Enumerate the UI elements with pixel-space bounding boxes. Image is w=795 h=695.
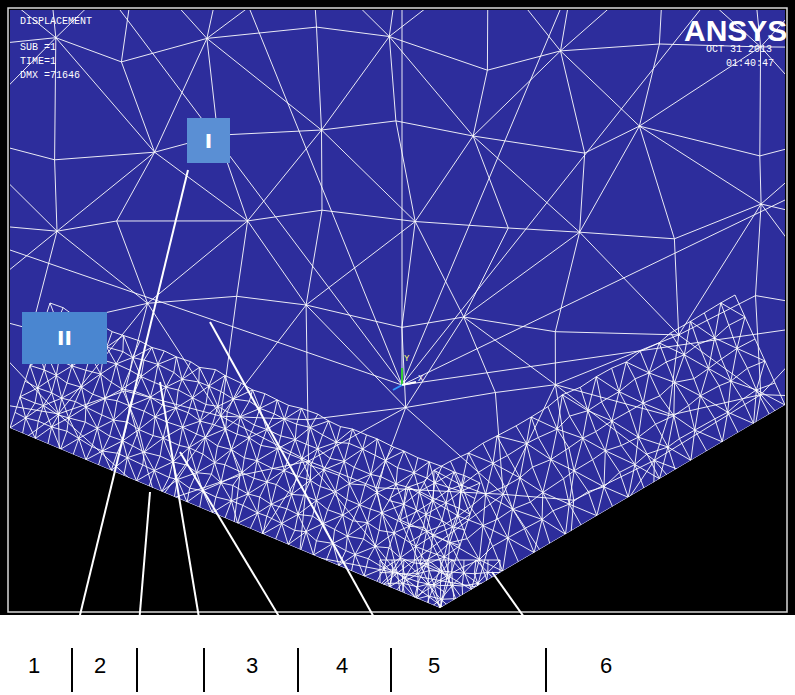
substep-info: SUB =1	[20, 42, 56, 53]
callout-number: 5	[428, 654, 440, 678]
region-marker-box: I	[187, 118, 230, 163]
axis-label: Y	[404, 355, 409, 365]
screen-background	[0, 0, 795, 615]
callout-ticks	[72, 648, 546, 692]
callout-number: 3	[246, 654, 258, 678]
callout-number: 1	[28, 654, 40, 678]
region-numeral: I	[205, 129, 212, 153]
element-mesh	[0, 0, 795, 675]
callout-number: 6	[600, 654, 612, 678]
time-info: TIME=1	[20, 56, 56, 67]
result-title: DISPLACEMENT	[20, 16, 92, 27]
region-numeral: II	[57, 326, 72, 350]
axis-triad	[393, 368, 416, 390]
axis-label: X	[418, 375, 423, 385]
software-logo: ANSYS	[684, 14, 787, 47]
callout-number: 2	[94, 654, 106, 678]
callout-number: 4	[336, 654, 348, 678]
date-stamp: OCT 31 2013	[706, 44, 772, 55]
model-body	[10, 10, 785, 608]
region-marker-box: II	[22, 312, 107, 364]
max-displacement: DMX =71646	[20, 70, 80, 81]
time-stamp: 01:40:47	[726, 58, 774, 69]
screen-frame	[8, 8, 787, 612]
leader-lines	[72, 170, 546, 648]
mesh-lines	[0, 0, 795, 675]
